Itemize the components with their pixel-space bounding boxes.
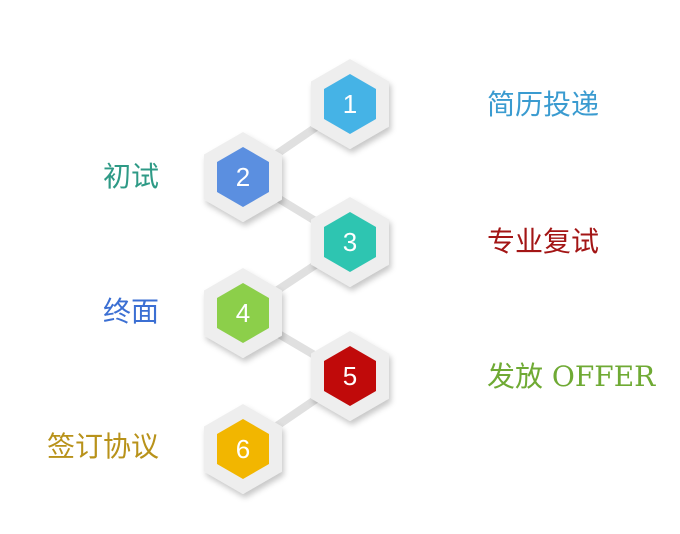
step-label-1: 简历投递 xyxy=(487,88,600,121)
hexagon-5 xyxy=(324,346,376,406)
step-number-4: 4 xyxy=(236,298,250,328)
step-label-2: 初试 xyxy=(102,160,159,193)
step-label-6: 签订协议 xyxy=(46,430,159,463)
step-node-4: 4 xyxy=(204,268,282,358)
step-number-1: 1 xyxy=(343,89,357,119)
hexagon-1 xyxy=(324,74,376,134)
step-node-3: 3 xyxy=(311,197,389,287)
hexagon-2 xyxy=(217,147,269,207)
step-number-2: 2 xyxy=(236,162,250,192)
step-node-1: 1 xyxy=(311,59,389,149)
step-node-2: 2 xyxy=(204,132,282,222)
step-number-3: 3 xyxy=(343,227,357,257)
step-node-5: 5 xyxy=(311,331,389,421)
step-node-6: 6 xyxy=(204,404,282,494)
step-label-4: 终面 xyxy=(102,295,159,328)
step-label-5: 发放 OFFER xyxy=(487,360,656,393)
step-number-5: 5 xyxy=(343,361,357,391)
hexagon-4 xyxy=(217,283,269,343)
step-label-3: 专业复试 xyxy=(487,225,600,258)
step-number-6: 6 xyxy=(236,434,250,464)
hexagon-6 xyxy=(217,419,269,479)
hexagon-3 xyxy=(324,212,376,272)
